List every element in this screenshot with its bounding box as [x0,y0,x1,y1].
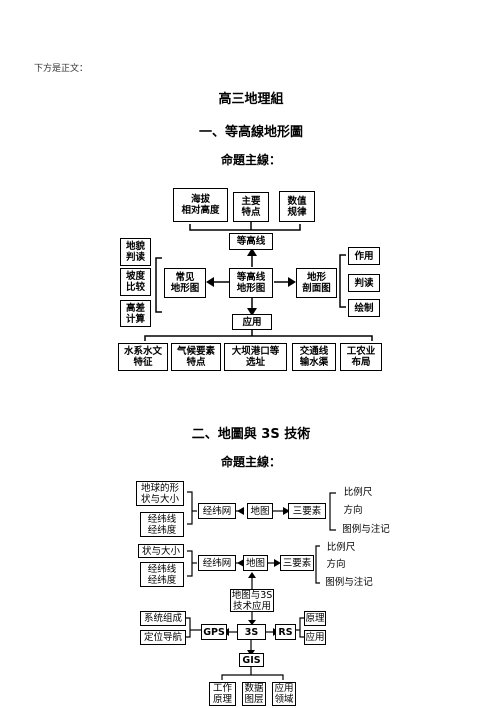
intro-note: 下方是正文： [34,64,89,74]
box-data: 数据 图层 [242,682,266,706]
box-work: 工作 原理 [209,682,236,706]
box-system: 系统组成 [140,611,186,626]
box-gps: GPS [201,624,227,640]
page-title: 高三地理組 [218,92,284,107]
section2-subheading: 命題主線： [220,455,281,469]
box-scale: 比例尺 [338,485,378,500]
box-judge: 判读 [348,274,380,292]
box-grid: 经纬网 [198,503,236,519]
box-profile: 地形 剖面图 [296,268,337,298]
box-contour: 等高线 [229,233,273,250]
box-common-landforms: 常见 地形图 [164,268,206,298]
box-map-3s: 地图与3S 技术应用 [230,589,274,612]
box-direction-2: 方向 [321,557,351,571]
box-apply: 应用 [232,314,272,330]
box-altitude: 海拔 相对高度 [173,188,228,222]
box-3s: 3S [237,624,266,640]
box-rs: RS [275,624,296,640]
box-landform-judge: 地貌 判读 [120,238,151,266]
box-grid-2: 经纬网 [198,555,236,571]
box-use: 作用 [348,247,380,265]
box-legend: 图例与注记 [338,521,394,537]
box-scale-2: 比例尺 [321,541,361,553]
box-elev-diff: 高差 计算 [120,300,151,327]
box-three-elements: 三要素 [288,503,326,519]
box-nav: 定位导航 [140,630,186,645]
box-contour-map: 等高线 地形图 [229,268,273,298]
box-gis: GIS [239,653,264,667]
box-fields: 应用 领域 [272,682,296,706]
box-lat-long-2: 经纬线 经纬度 [140,562,184,587]
box-features: 主要 特点 [233,192,269,222]
section1-subheading: 命題主線： [220,153,281,167]
box-water: 水系水文 特征 [118,343,168,371]
box-legend-2: 图例与注记 [321,575,377,589]
box-map: 地图 [247,503,273,519]
box-dam: 大坝港口等 选址 [224,343,287,371]
box-transport: 交通线 输水渠 [292,343,336,371]
section2-heading: 二、地圖與 3S 技術 [191,427,311,442]
box-direction: 方向 [338,503,368,518]
box-map-2: 地图 [243,555,268,571]
box-values: 数值 规律 [279,191,315,222]
box-principle: 原理 [304,611,326,626]
box-shape-size: 状与大小 [138,544,184,558]
box-climate: 气候要素 特点 [171,343,221,371]
box-three-elements-2: 三要素 [280,555,314,571]
box-slope: 坡度 比较 [120,268,151,296]
box-earth-shape: 地球的形 状与大小 [136,481,184,506]
section1-heading: 一、等高線地形圖 [198,125,303,140]
box-draw: 绘制 [348,299,380,317]
box-application: 应用 [304,630,326,645]
box-lat-long: 经纬线 经纬度 [140,512,184,537]
box-industry: 工农业 布局 [340,343,382,371]
